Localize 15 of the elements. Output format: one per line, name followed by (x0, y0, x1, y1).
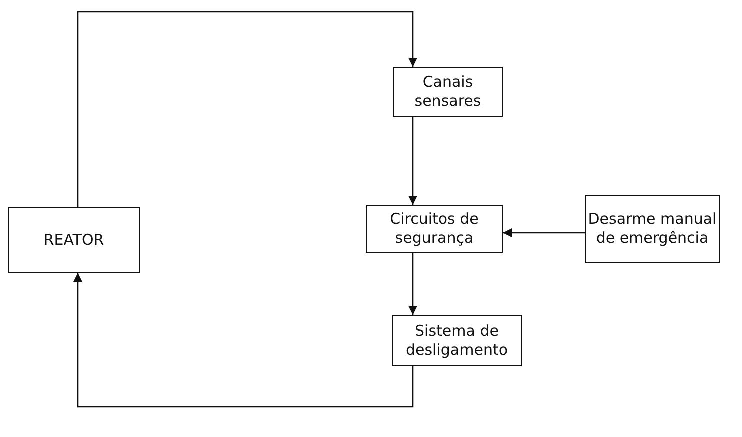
process-box (8, 207, 140, 273)
box-label: Sistema de desligamento (404, 322, 510, 360)
process-box (366, 205, 503, 253)
arrow (74, 273, 414, 408)
arrow (408, 117, 418, 205)
box-label: Desarme manual de emergência (587, 210, 718, 248)
process-box (392, 315, 522, 366)
process-box (393, 67, 503, 117)
arrow (77, 11, 418, 207)
box-label: Circuitos de segurança (389, 210, 480, 248)
arrow (408, 253, 418, 315)
box-label: REATOR (44, 230, 104, 250)
process-box (585, 195, 720, 263)
box-label: Canais sensares (414, 73, 482, 111)
arrow (503, 228, 585, 238)
